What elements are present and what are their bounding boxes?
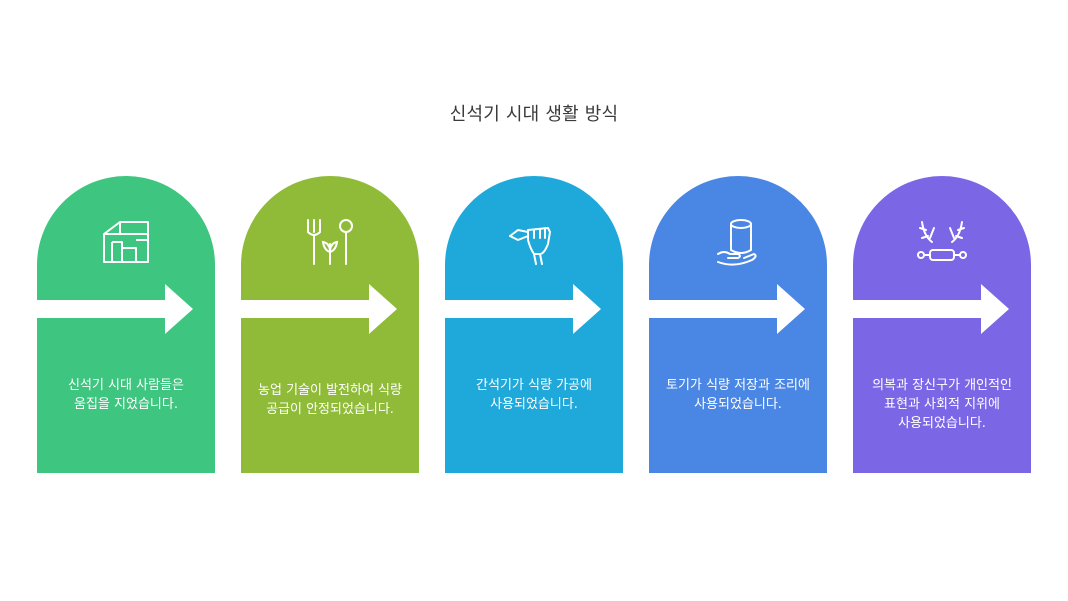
arrow-icon bbox=[445, 284, 601, 334]
step-card-4: 토기가 식량 저장과 조리에 사용되었습니다. bbox=[649, 176, 827, 473]
step-description: 간석기가 식량 가공에 사용되었습니다. bbox=[476, 378, 592, 412]
step-card-5: 의복과 장신구가 개인적인 표현과 사회적 지위에 사용되었습니다. bbox=[853, 176, 1031, 473]
grinding-stone-hand-icon bbox=[509, 227, 551, 265]
arrow-icon bbox=[37, 284, 193, 334]
step-description: 농업 기술이 발전하여 식량 공급이 안정되었습니다. bbox=[258, 383, 402, 417]
pit-house-icon bbox=[103, 221, 149, 263]
pottery-in-hand-icon bbox=[717, 219, 757, 266]
arrow-icon bbox=[649, 284, 805, 334]
step-description: 의복과 장신구가 개인적인 표현과 사회적 지위에 사용되었습니다. bbox=[872, 378, 1012, 431]
step-card-3: 간석기가 식량 가공에 사용되었습니다. bbox=[445, 176, 623, 473]
arrow-icon bbox=[853, 284, 1009, 334]
antlers-and-ornament-icon bbox=[917, 221, 967, 261]
diagram-title: 신석기 시대 생활 방식 bbox=[449, 104, 619, 125]
farming-tools-icon bbox=[307, 219, 353, 265]
step-description: 토기가 식량 저장과 조리에 사용되었습니다. bbox=[666, 378, 810, 412]
step-card-1: 신석기 시대 사람들은 움집을 지었습니다. bbox=[37, 176, 215, 473]
arrow-icon bbox=[241, 284, 397, 334]
step-description: 신석기 시대 사람들은 움집을 지었습니다. bbox=[68, 378, 184, 412]
step-card-2: 농업 기술이 발전하여 식량 공급이 안정되었습니다. bbox=[241, 176, 419, 473]
